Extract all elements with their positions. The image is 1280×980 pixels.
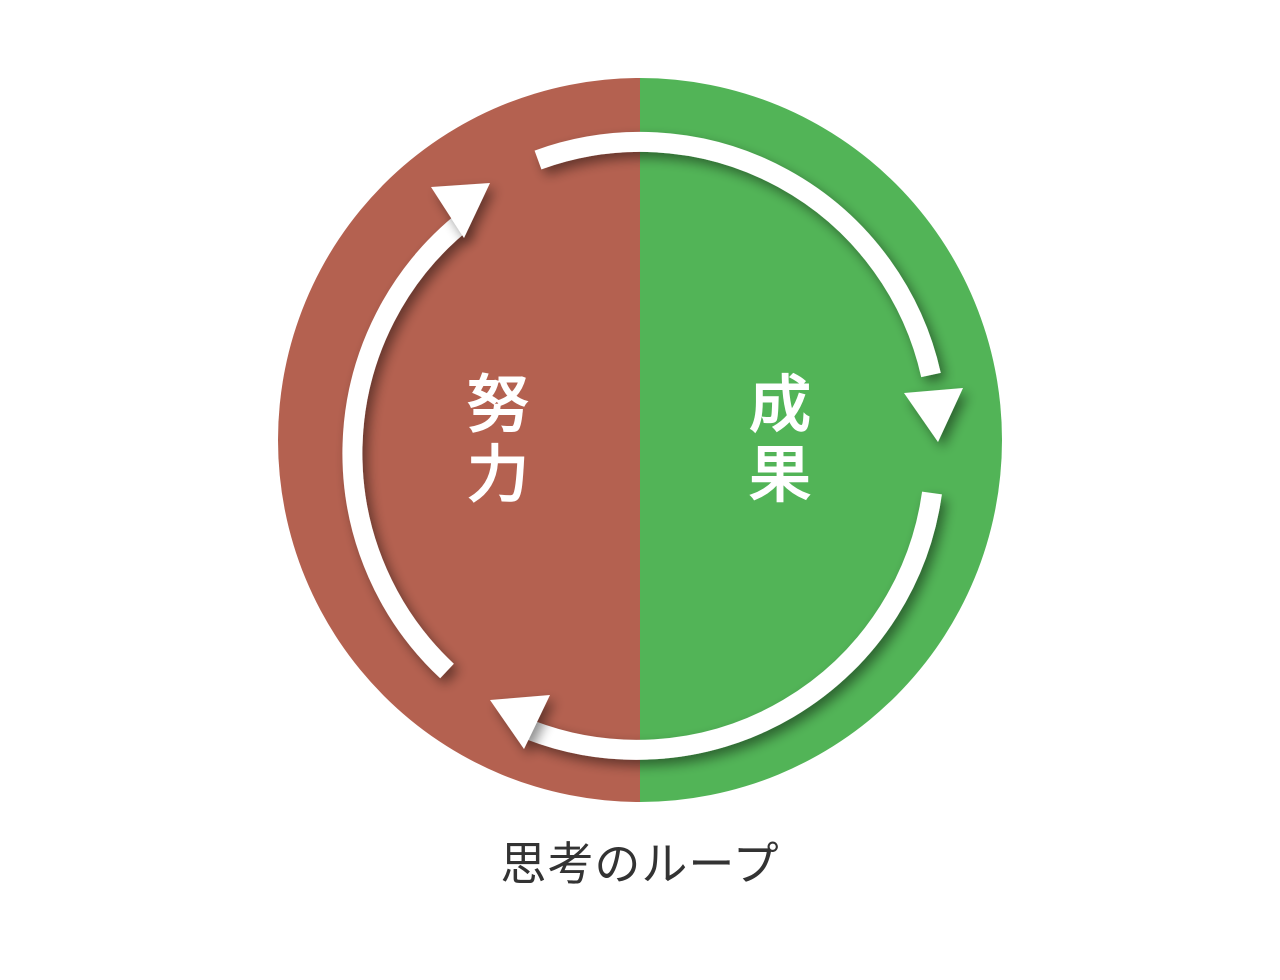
effort-label-line1: 努 bbox=[466, 368, 529, 441]
result-label: 成 果 bbox=[740, 370, 820, 510]
effort-label-line2: 力 bbox=[466, 438, 529, 511]
arrowhead-bottom-icon bbox=[490, 695, 550, 749]
result-label-line2: 果 bbox=[748, 438, 811, 511]
effort-label: 努 力 bbox=[458, 370, 538, 510]
result-half bbox=[640, 78, 1002, 802]
arrow-arc-left bbox=[342, 216, 467, 679]
arrow-arc-top bbox=[534, 131, 941, 378]
diagram-caption: 思考のループ bbox=[500, 837, 780, 891]
arrowhead-right-icon bbox=[904, 388, 963, 442]
effort-half bbox=[278, 78, 640, 802]
arrow-arc-bottom bbox=[526, 491, 942, 760]
arrowhead-top-left-icon bbox=[431, 183, 490, 238]
result-label-line1: 成 bbox=[748, 368, 811, 441]
